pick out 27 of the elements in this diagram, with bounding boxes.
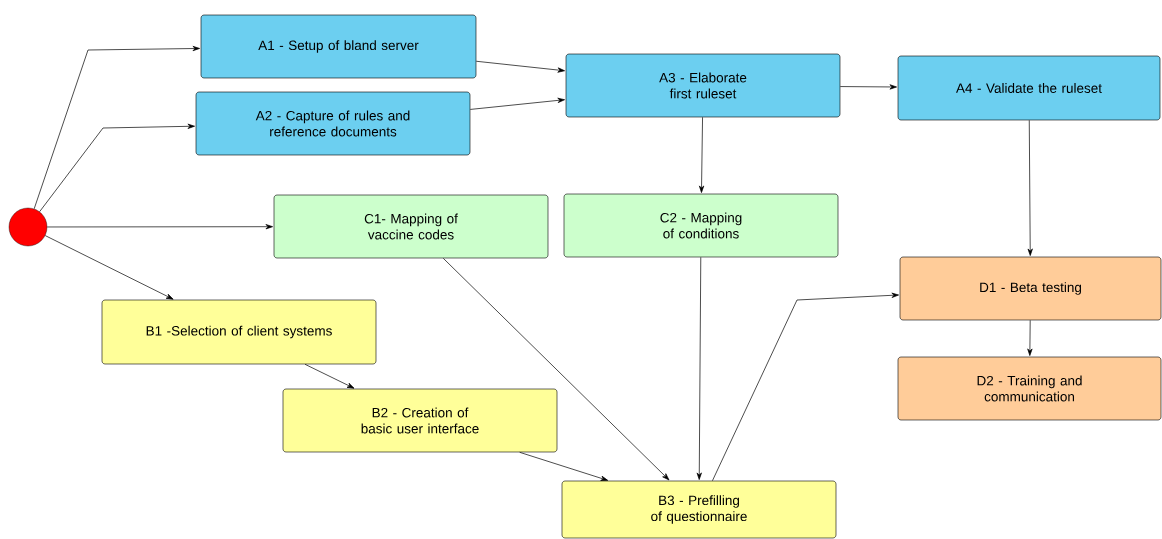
arrow xyxy=(699,116,705,193)
process-box: A3 - Elaborate first ruleset xyxy=(565,53,841,118)
process-box: A1 - Setup of bland server xyxy=(200,14,477,79)
process-box: C2 - Mapping of conditions xyxy=(563,193,839,258)
arrow xyxy=(839,84,897,90)
process-box: A2 - Capture of rules and reference documents xyxy=(195,91,471,156)
arrow xyxy=(33,45,200,210)
arrow xyxy=(1027,319,1033,356)
arrow xyxy=(475,60,565,73)
process-box: D2 - Training and communication xyxy=(897,356,1162,421)
arrow xyxy=(519,451,609,481)
start-circle xyxy=(8,207,48,247)
process-box: D1 - Beta testing xyxy=(899,256,1162,321)
process-box: B3 - Prefilling of questionnaire xyxy=(561,480,837,539)
arrow xyxy=(469,97,565,110)
arrow xyxy=(712,292,899,482)
arrow xyxy=(1027,119,1033,256)
arrow xyxy=(442,257,670,481)
process-box: C1- Mapping of vaccine codes xyxy=(273,194,549,259)
arrow xyxy=(304,363,355,389)
arrow xyxy=(44,235,174,300)
process-box: A4 - Validate the ruleset xyxy=(897,55,1161,121)
arrow xyxy=(696,256,702,480)
process-box: B1 -Selection of client systems xyxy=(101,299,377,365)
arrow xyxy=(46,224,273,230)
arrow xyxy=(39,123,195,213)
process-box: B2 - Creation of basic user interface xyxy=(282,388,558,453)
